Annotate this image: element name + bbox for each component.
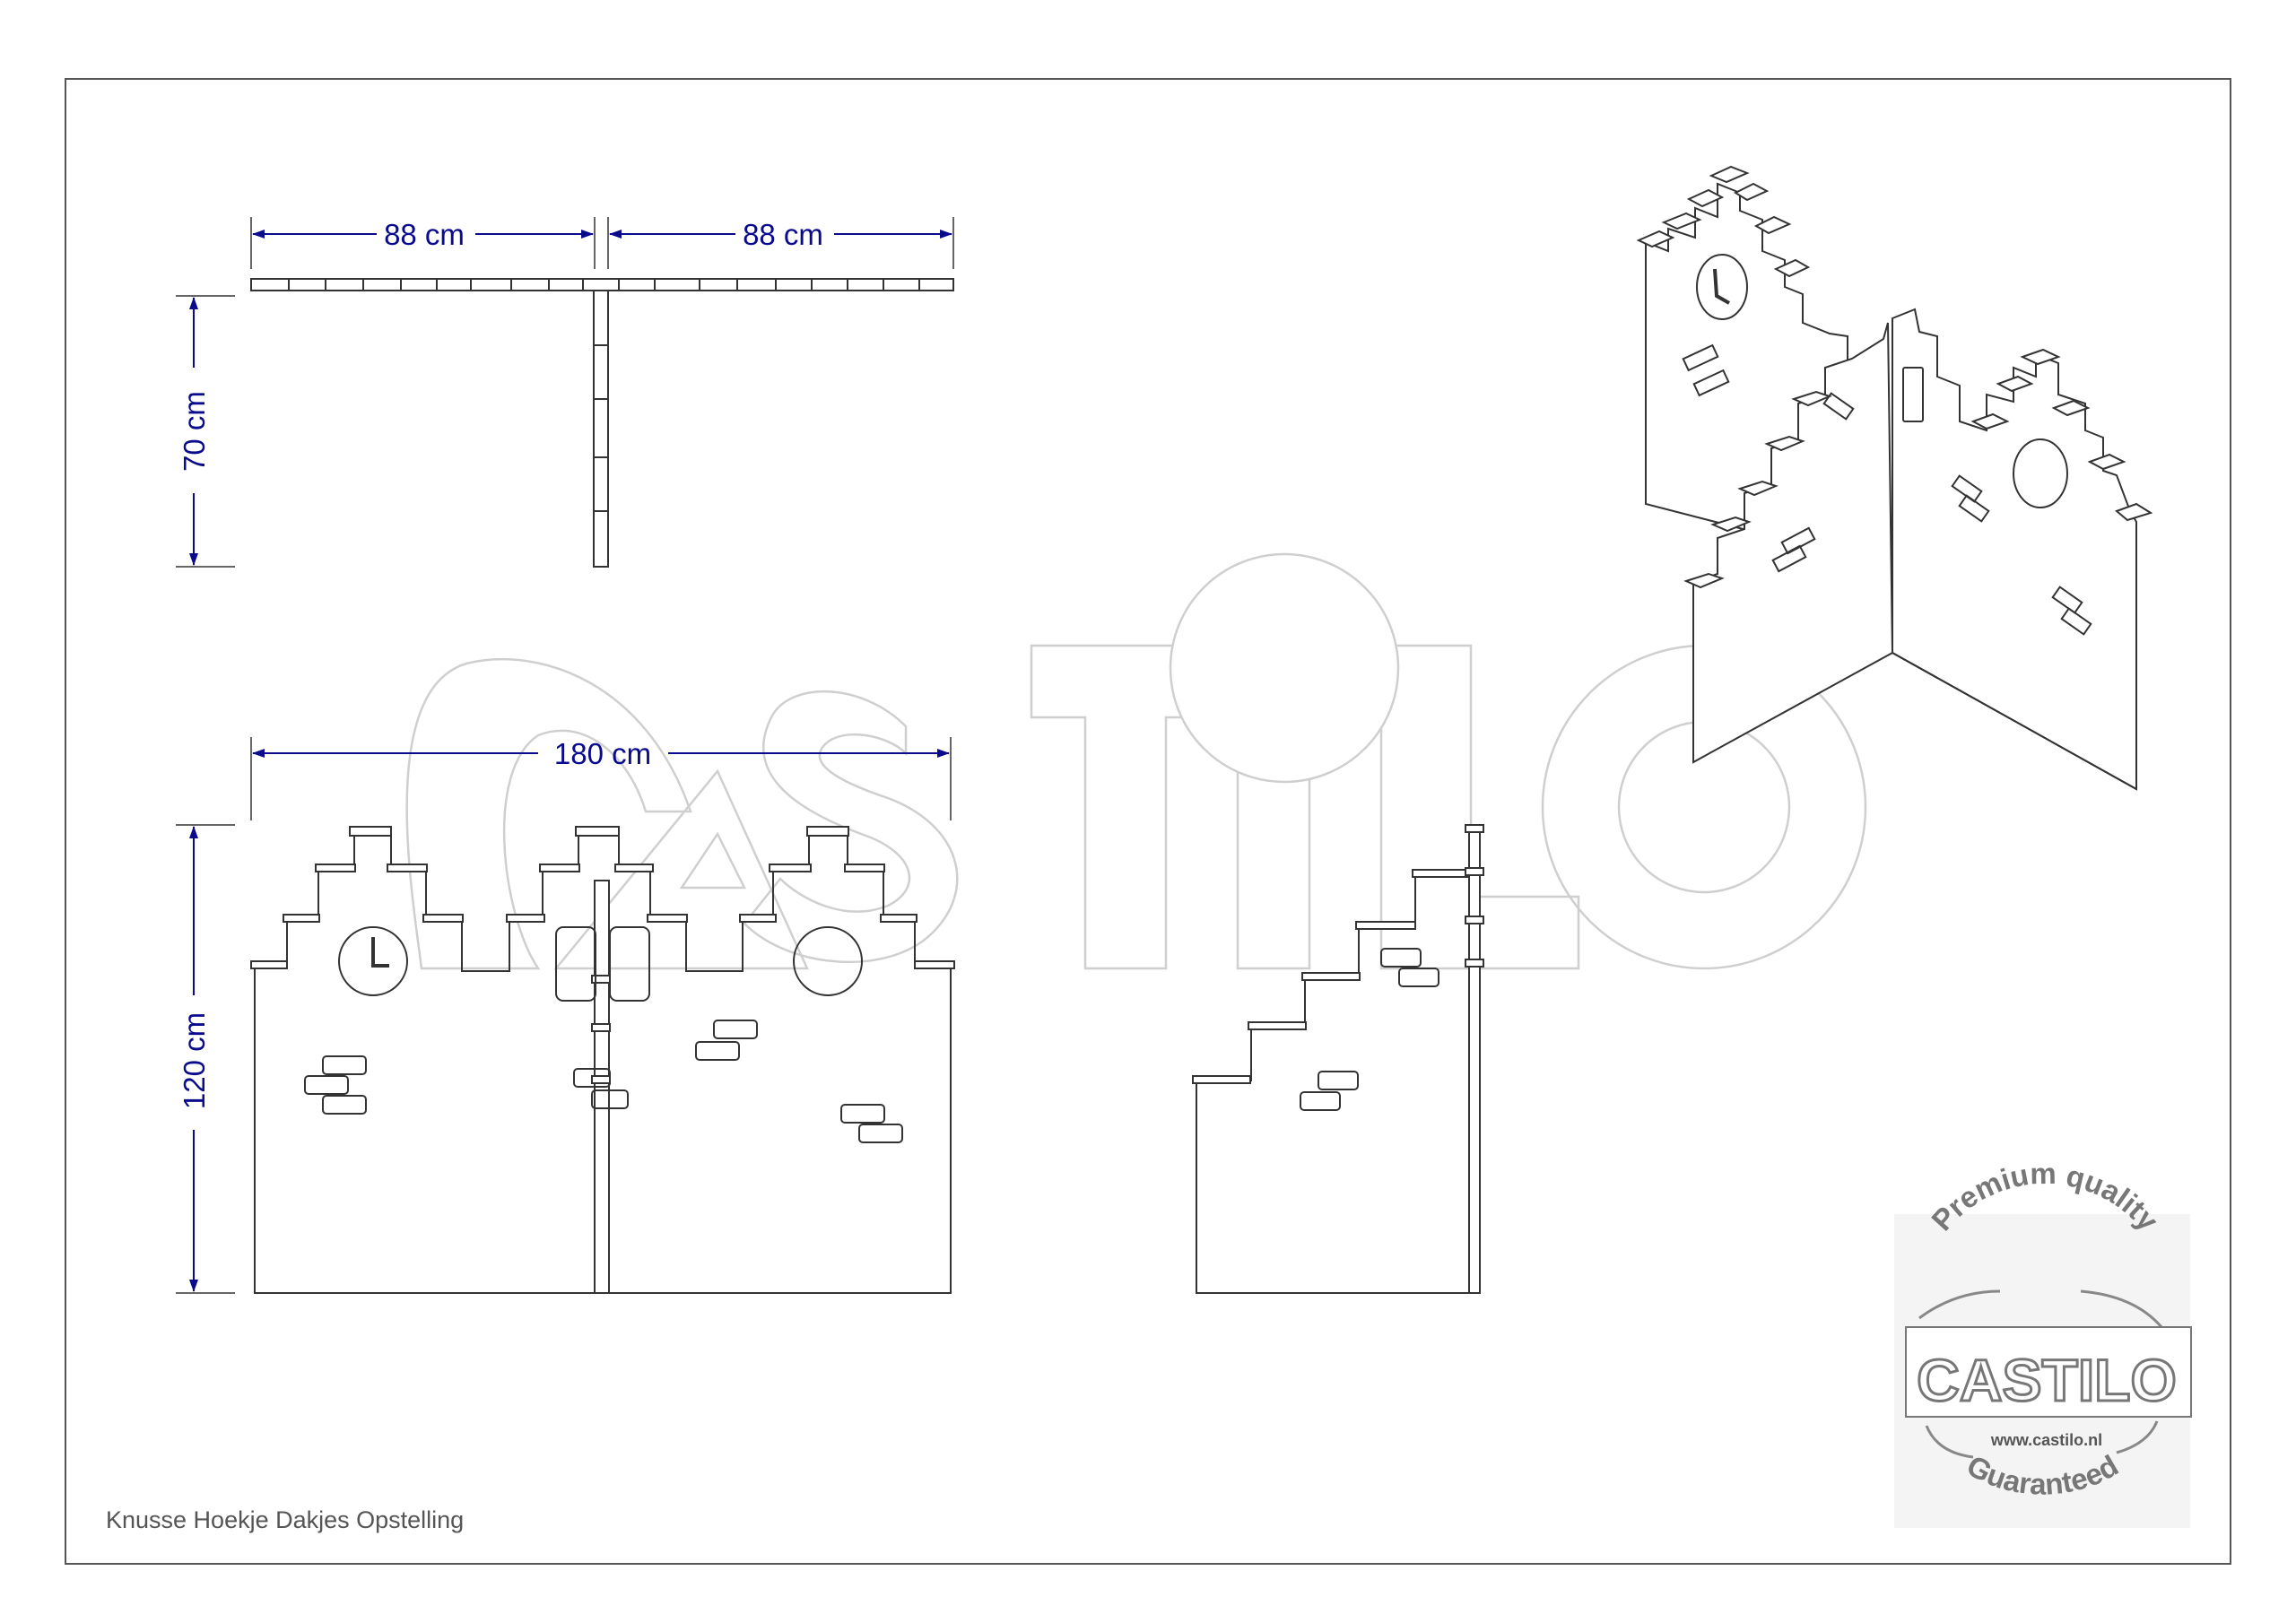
quality-stamp: Premium quality Guaranteed CASTILO www.c… xyxy=(1894,1157,2192,1528)
dim-front-height: 120 cm xyxy=(178,1012,211,1109)
stamp-url: www.castilo.nl xyxy=(1990,1431,2102,1449)
castilo-watermark xyxy=(405,644,1867,970)
dim-top-width-right: 88 cm xyxy=(743,218,823,251)
watermark-i-dot xyxy=(1169,552,1400,784)
top-view xyxy=(250,278,954,568)
dim-top-depth: 70 cm xyxy=(178,391,211,472)
top-depth-dimension xyxy=(176,295,235,568)
drawing-frame xyxy=(65,78,2231,1565)
isometric-view xyxy=(1636,165,2153,791)
top-width-dimensions xyxy=(250,217,954,269)
drawing-caption: Knusse Hoekje Dakjes Opstelling xyxy=(106,1506,465,1533)
side-view xyxy=(1192,824,1484,1294)
front-width-dimension xyxy=(250,737,952,820)
front-view xyxy=(250,826,955,1294)
front-height-dimension xyxy=(176,824,235,1294)
dim-front-width: 180 cm xyxy=(554,737,651,770)
stamp-brand: CASTILO xyxy=(1917,1347,2177,1413)
dim-top-width-left: 88 cm xyxy=(384,218,465,251)
